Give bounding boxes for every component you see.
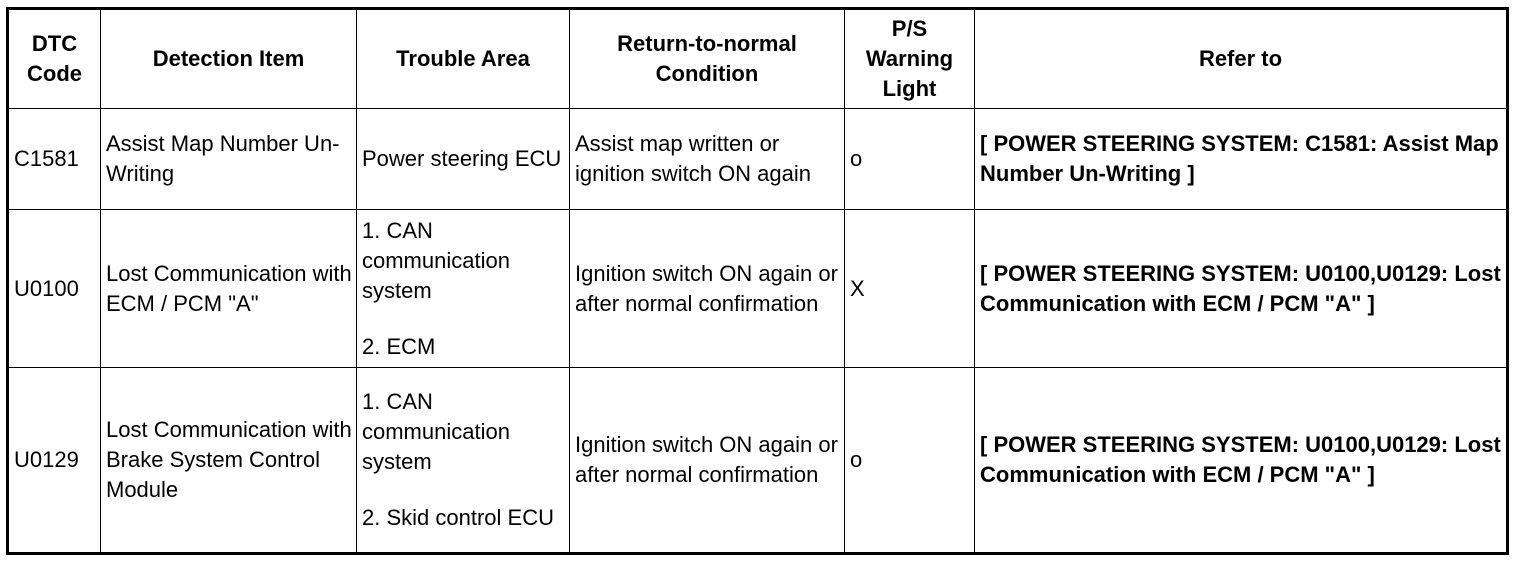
trouble-area-item: 2. Skid control ECU xyxy=(362,505,554,531)
return-condition-cell: Ignition switch ON again or after normal… xyxy=(569,209,845,369)
trouble-area-item: Power steering ECU xyxy=(362,146,562,172)
header-dtc-code: DTC Code xyxy=(7,8,101,109)
trouble-area-cell: 1. CAN communication system 2. ECM xyxy=(356,209,570,369)
dtc-code-cell: C1581 xyxy=(7,107,101,211)
table-row: U0129 Lost Communication with Brake Syst… xyxy=(7,367,1508,554)
dtc-code-cell: U0129 xyxy=(7,367,101,554)
refer-to-link[interactable]: [ POWER STEERING SYSTEM: U0100,U0129: Lo… xyxy=(974,367,1508,554)
refer-to-link[interactable]: [ POWER STEERING SYSTEM: U0100,U0129: Lo… xyxy=(974,209,1508,369)
table-row: C1581 Assist Map Number Un-Writing Power… xyxy=(7,107,1508,211)
dtc-code-cell: U0100 xyxy=(7,209,101,369)
trouble-area-cell: Power steering ECU xyxy=(356,107,570,211)
header-return-to-normal: Return-to-normal Condition xyxy=(569,8,845,109)
header-warning-light: P/S Warning Light xyxy=(844,8,975,109)
header-trouble-area: Trouble Area xyxy=(356,8,570,109)
trouble-area-item: 1. CAN communication system xyxy=(362,217,510,303)
header-detection-item: Detection Item xyxy=(100,8,357,109)
return-condition-cell: Ignition switch ON again or after normal… xyxy=(569,367,845,554)
detection-item-cell: Lost Communication with ECM / PCM "A" xyxy=(100,209,357,369)
table-header-row: DTC Code Detection Item Trouble Area Ret… xyxy=(7,8,1508,109)
refer-to-link[interactable]: [ POWER STEERING SYSTEM: C1581: Assist M… xyxy=(974,107,1508,211)
header-refer-to: Refer to xyxy=(974,8,1508,109)
warning-light-cell: X xyxy=(844,209,975,369)
warning-light-cell: o xyxy=(844,367,975,554)
trouble-area-item: 1. CAN communication system xyxy=(362,389,510,475)
trouble-area-cell: 1. CAN communication system 2. Skid cont… xyxy=(356,367,570,554)
detection-item-cell: Lost Communication with Brake System Con… xyxy=(100,367,357,554)
detection-item-cell: Assist Map Number Un-Writing xyxy=(100,107,357,211)
trouble-area-item: 2. ECM xyxy=(362,333,436,359)
warning-light-cell: o xyxy=(844,107,975,211)
table-row: U0100 Lost Communication with ECM / PCM … xyxy=(7,209,1508,369)
dtc-table: DTC Code Detection Item Trouble Area Ret… xyxy=(6,7,1509,555)
return-condition-cell: Assist map written or ignition switch ON… xyxy=(569,107,845,211)
